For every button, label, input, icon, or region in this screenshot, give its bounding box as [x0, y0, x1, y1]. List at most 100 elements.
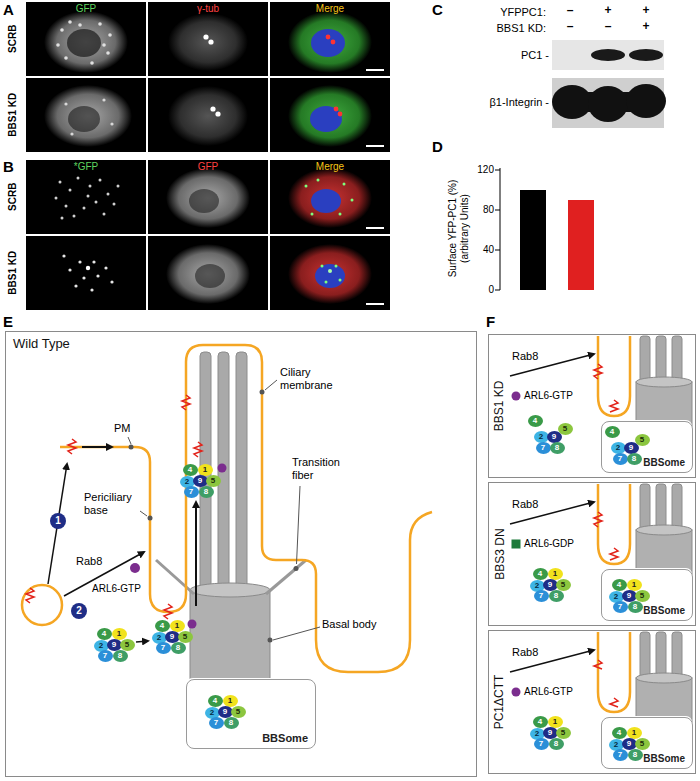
subunit-number: 4: [533, 568, 548, 580]
subunit-number: 4: [533, 716, 548, 728]
bbsome-subunit: 8: [549, 738, 564, 750]
channel-label: *GFP: [74, 161, 98, 173]
microscopy-panel-a-circle: [70, 132, 73, 135]
microscopy-panel-a-circle: [215, 111, 220, 116]
panel-title: BBS1 KD: [494, 380, 506, 431]
microscopy-panel-a-rect: [270, 78, 390, 152]
microscopy-panel-b-ellipse: [195, 264, 225, 288]
subunit-number: 8: [549, 590, 564, 602]
wild-type-scheme-line: [140, 511, 147, 516]
microscopy-panel-a-circle: [106, 51, 110, 55]
microscopy-panel-b-circle: [82, 276, 85, 279]
subunit-number: 7: [534, 590, 549, 602]
channel-label: Merge: [316, 161, 344, 173]
microscopy-panel-b-circle: [89, 185, 92, 188]
microscopy-panel-a-circle: [56, 43, 60, 47]
bbsome-subunit: 8: [171, 642, 186, 654]
microscopy-panel-b-circle: [74, 284, 77, 287]
microscopy-panel-b-circle: [73, 215, 76, 218]
microscopy-panel-b-ellipse: [288, 244, 372, 304]
western-blot: [552, 40, 666, 128]
microscopy-panel-a-ellipse: [44, 85, 132, 147]
step-number: 2: [71, 603, 87, 619]
microscopy-panel-a-ellipse: [168, 86, 248, 146]
microscopy-panel-b: [26, 160, 390, 310]
microscopy-panel-b-circle: [77, 177, 80, 180]
microscopy-panel-a-circle: [64, 102, 67, 105]
microscopy-panel-a-line: [366, 69, 384, 71]
microscopy-panel-a-circle: [102, 98, 105, 101]
microscopy-panel-a-circle: [60, 28, 64, 32]
tick-label: 120: [477, 164, 494, 176]
mutant-schemes-g-path: [610, 400, 618, 412]
wild-type-scheme-rect: [185, 678, 315, 748]
condition-sign: –: [605, 20, 612, 34]
microscopy-panel-a-circle: [331, 40, 336, 45]
microscopy-panel-a-circle: [68, 20, 72, 24]
panel-letter: E: [3, 313, 13, 330]
mutant-schemes-g: [510, 484, 692, 620]
western-blot-ellipse: [591, 49, 625, 61]
bbsome-subunit: 7: [613, 749, 628, 761]
subunit-number: 8: [627, 453, 642, 465]
wild-type-scheme-circle: [22, 585, 62, 625]
bbsome-subunit: 4: [605, 426, 620, 438]
microscopy-panel-b-circle: [99, 179, 102, 182]
subunit-number: 8: [224, 717, 239, 729]
bbsome-subunit: 7: [156, 642, 171, 654]
row-label: BBS1 KD: [7, 251, 19, 295]
western-blot-ellipse: [629, 49, 663, 61]
box-label: BBSome: [643, 458, 685, 468]
microscopy-panel-b-circle: [351, 199, 354, 202]
structure-label: Transition fiber: [292, 456, 354, 481]
wild-type-scheme-path: [182, 395, 190, 410]
western-blot-ellipse: [626, 84, 666, 118]
bbsome-subunit: 7: [534, 590, 549, 602]
wild-type-scheme-circle: [260, 390, 265, 395]
mutant-schemes-g-path: [594, 364, 602, 379]
subunit-number: 4: [612, 579, 627, 591]
wild-type-scheme-line: [64, 552, 144, 596]
microscopy-panel-b-circle: [317, 179, 320, 182]
subunit-number: 4: [612, 727, 627, 739]
bbsome-subunit: 5: [635, 434, 650, 446]
microscopy-panel-a-circle: [78, 23, 82, 27]
bbsome-subunit: 7: [613, 601, 628, 613]
subunit-number: 4: [208, 695, 223, 707]
microscopy-panel-b-rect: [148, 160, 268, 234]
channel-label: γ-tub: [197, 3, 219, 15]
subunit-number: 7: [613, 601, 628, 613]
bbsome-subunit: 7: [613, 453, 628, 465]
mutant-schemes-g-rect: [512, 540, 521, 549]
mutant-schemes-g-rect: [600, 716, 692, 768]
box-label: BBSome: [643, 754, 685, 764]
bar-chart-rect: [520, 190, 546, 290]
mutant-schemes-g-path: [594, 512, 602, 527]
mutant-schemes-g-rect: [600, 420, 692, 472]
microscopy-panel-b-circle: [62, 254, 65, 257]
subunit-number: 8: [550, 442, 565, 454]
bbsome-subunit: 4: [612, 727, 627, 739]
tick-label: 0: [488, 284, 494, 296]
axis-title: Surface YFP-PC1 (%) (arbitrary Units): [447, 166, 470, 291]
microscopy-panel-b-circle: [305, 185, 308, 188]
mutant-schemes-g-rect: [600, 568, 692, 620]
subunit-number: 8: [628, 749, 643, 761]
microscopy-panel-b-circle: [107, 193, 110, 196]
microscopy-panel-a-ellipse: [68, 106, 100, 132]
protein-label: Rab8: [512, 350, 538, 363]
microscopy-panel-b-circle: [86, 266, 90, 270]
subunit-number: 4: [155, 620, 170, 632]
microscopy-panel-b-circle: [328, 269, 332, 273]
bbsome-subunit: 7: [209, 717, 224, 729]
microscopy-panel-b-rect: [148, 236, 268, 310]
wild-type-scheme-line: [48, 464, 67, 584]
microscopy-panel-a-circle: [208, 39, 213, 44]
subunit-number: 7: [209, 717, 224, 729]
bbsome-subunit: 7: [536, 442, 551, 454]
row-label: SCRB: [7, 183, 19, 211]
condition-sign: +: [642, 4, 649, 18]
channel-label: GFP: [76, 3, 97, 15]
microscopy-panel-b-circle: [55, 197, 58, 200]
microscopy-panel-a-rect: [148, 78, 268, 152]
